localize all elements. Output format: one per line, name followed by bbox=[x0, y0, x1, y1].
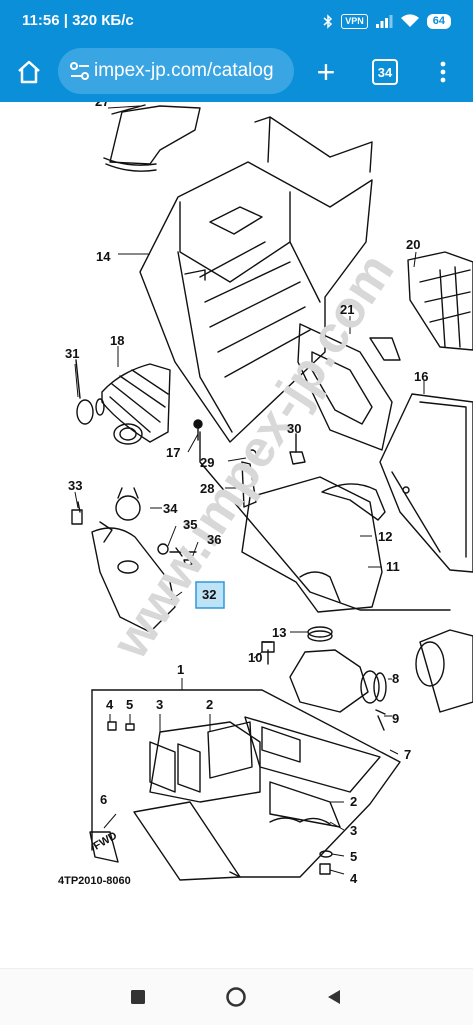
label-12[interactable]: 12 bbox=[378, 529, 392, 544]
vpn-badge: VPN bbox=[341, 13, 368, 29]
status-time: 11:56 | 320 КБ/с bbox=[22, 12, 134, 29]
label-34[interactable]: 34 bbox=[163, 501, 178, 516]
url-text[interactable]: impex-jp.com/catalog bbox=[94, 60, 274, 81]
part-8-clamp bbox=[360, 670, 380, 704]
back-button[interactable] bbox=[322, 985, 346, 1009]
home-icon bbox=[18, 60, 40, 84]
part-18-funnel bbox=[101, 363, 171, 443]
label-35[interactable]: 35 bbox=[183, 517, 197, 532]
tab-switcher-button[interactable]: 34 bbox=[367, 54, 403, 90]
label-2-bottom[interactable]: 2 bbox=[350, 794, 357, 809]
label-8[interactable]: 8 bbox=[392, 671, 399, 686]
label-7[interactable]: 7 bbox=[404, 747, 411, 762]
home-button[interactable] bbox=[11, 54, 47, 90]
part-32-boot bbox=[91, 527, 176, 633]
page-content[interactable]: www.impex-jp.com 27 14 20 21 16 31 18 17… bbox=[0, 102, 473, 968]
signal-icon bbox=[375, 14, 393, 28]
label-3-bottom[interactable]: 3 bbox=[350, 823, 357, 838]
part-14-airbox bbox=[139, 161, 373, 443]
status-bar: 11:56 | 320 КБ/с VPN 64 bbox=[0, 0, 473, 42]
watermark-text: www.impex-jp.com bbox=[101, 244, 406, 670]
wifi-icon bbox=[400, 14, 419, 27]
plus-icon: + bbox=[316, 54, 336, 90]
label-28[interactable]: 28 bbox=[200, 481, 214, 496]
system-nav-bar bbox=[0, 968, 473, 1025]
label-36[interactable]: 36 bbox=[207, 532, 221, 547]
part-34-clamp bbox=[115, 495, 141, 521]
label-20[interactable]: 20 bbox=[406, 237, 420, 252]
parts-diagram[interactable]: www.impex-jp.com 27 14 20 21 16 31 18 17… bbox=[0, 102, 473, 968]
label-4-bottom[interactable]: 4 bbox=[350, 871, 358, 886]
label-16[interactable]: 16 bbox=[414, 369, 428, 384]
recent-apps-icon bbox=[131, 990, 145, 1004]
label-31[interactable]: 31 bbox=[65, 346, 79, 361]
part-11-cover bbox=[241, 476, 383, 613]
label-9[interactable]: 9 bbox=[392, 711, 399, 726]
label-4-top[interactable]: 4 bbox=[106, 697, 114, 712]
label-13[interactable]: 13 bbox=[272, 625, 286, 640]
label-6[interactable]: 6 bbox=[100, 792, 107, 807]
label-33[interactable]: 33 bbox=[68, 478, 82, 493]
label-30[interactable]: 30 bbox=[287, 421, 301, 436]
tab-count: 34 bbox=[372, 59, 398, 85]
part-28-pipe bbox=[241, 461, 257, 508]
menu-button[interactable] bbox=[425, 54, 461, 90]
label-3-top[interactable]: 3 bbox=[156, 697, 163, 712]
label-10[interactable]: 10 bbox=[248, 650, 262, 665]
back-icon bbox=[328, 990, 340, 1004]
part-16-cover bbox=[379, 393, 473, 573]
status-icons: VPN 64 bbox=[323, 11, 451, 31]
label-18[interactable]: 18 bbox=[110, 333, 124, 348]
fwd-arrow bbox=[89, 831, 119, 863]
label-11[interactable]: 11 bbox=[386, 559, 400, 574]
label-27[interactable]: 27 bbox=[95, 102, 109, 109]
home-nav-button[interactable] bbox=[224, 985, 248, 1009]
part-20-filter-frame bbox=[407, 251, 473, 351]
part-21-box bbox=[297, 323, 393, 451]
part-31-cap bbox=[76, 399, 94, 425]
home-circle-icon bbox=[226, 987, 246, 1007]
label-32[interactable]: 32 bbox=[202, 587, 216, 602]
highlight-box bbox=[195, 581, 225, 609]
bluetooth-icon bbox=[323, 13, 333, 29]
label-14[interactable]: 14 bbox=[96, 249, 111, 264]
new-tab-button[interactable]: + bbox=[308, 54, 344, 90]
part-27-duct bbox=[109, 105, 201, 165]
label-29[interactable]: 29 bbox=[200, 455, 214, 470]
part-7-manifold bbox=[289, 649, 369, 713]
label-2-top[interactable]: 2 bbox=[206, 697, 213, 712]
diagram-code: 4TP2010-8060 bbox=[58, 875, 131, 887]
label-17[interactable]: 17 bbox=[166, 445, 180, 460]
part-6-gasket bbox=[133, 801, 241, 881]
battery-level: 64 bbox=[426, 13, 451, 29]
address-bar[interactable]: impex-jp.com/catalog bbox=[58, 48, 294, 94]
label-5-top[interactable]: 5 bbox=[126, 697, 133, 712]
browser-toolbar: impex-jp.com/catalog + 34 bbox=[0, 42, 473, 102]
label-1[interactable]: 1 bbox=[177, 662, 184, 677]
recent-apps-button[interactable] bbox=[126, 985, 150, 1009]
label-21[interactable]: 21 bbox=[340, 302, 354, 317]
site-settings-icon[interactable] bbox=[66, 61, 94, 81]
more-vertical-icon bbox=[440, 61, 446, 83]
part-12-clip bbox=[321, 483, 386, 521]
label-5-bottom[interactable]: 5 bbox=[350, 849, 357, 864]
